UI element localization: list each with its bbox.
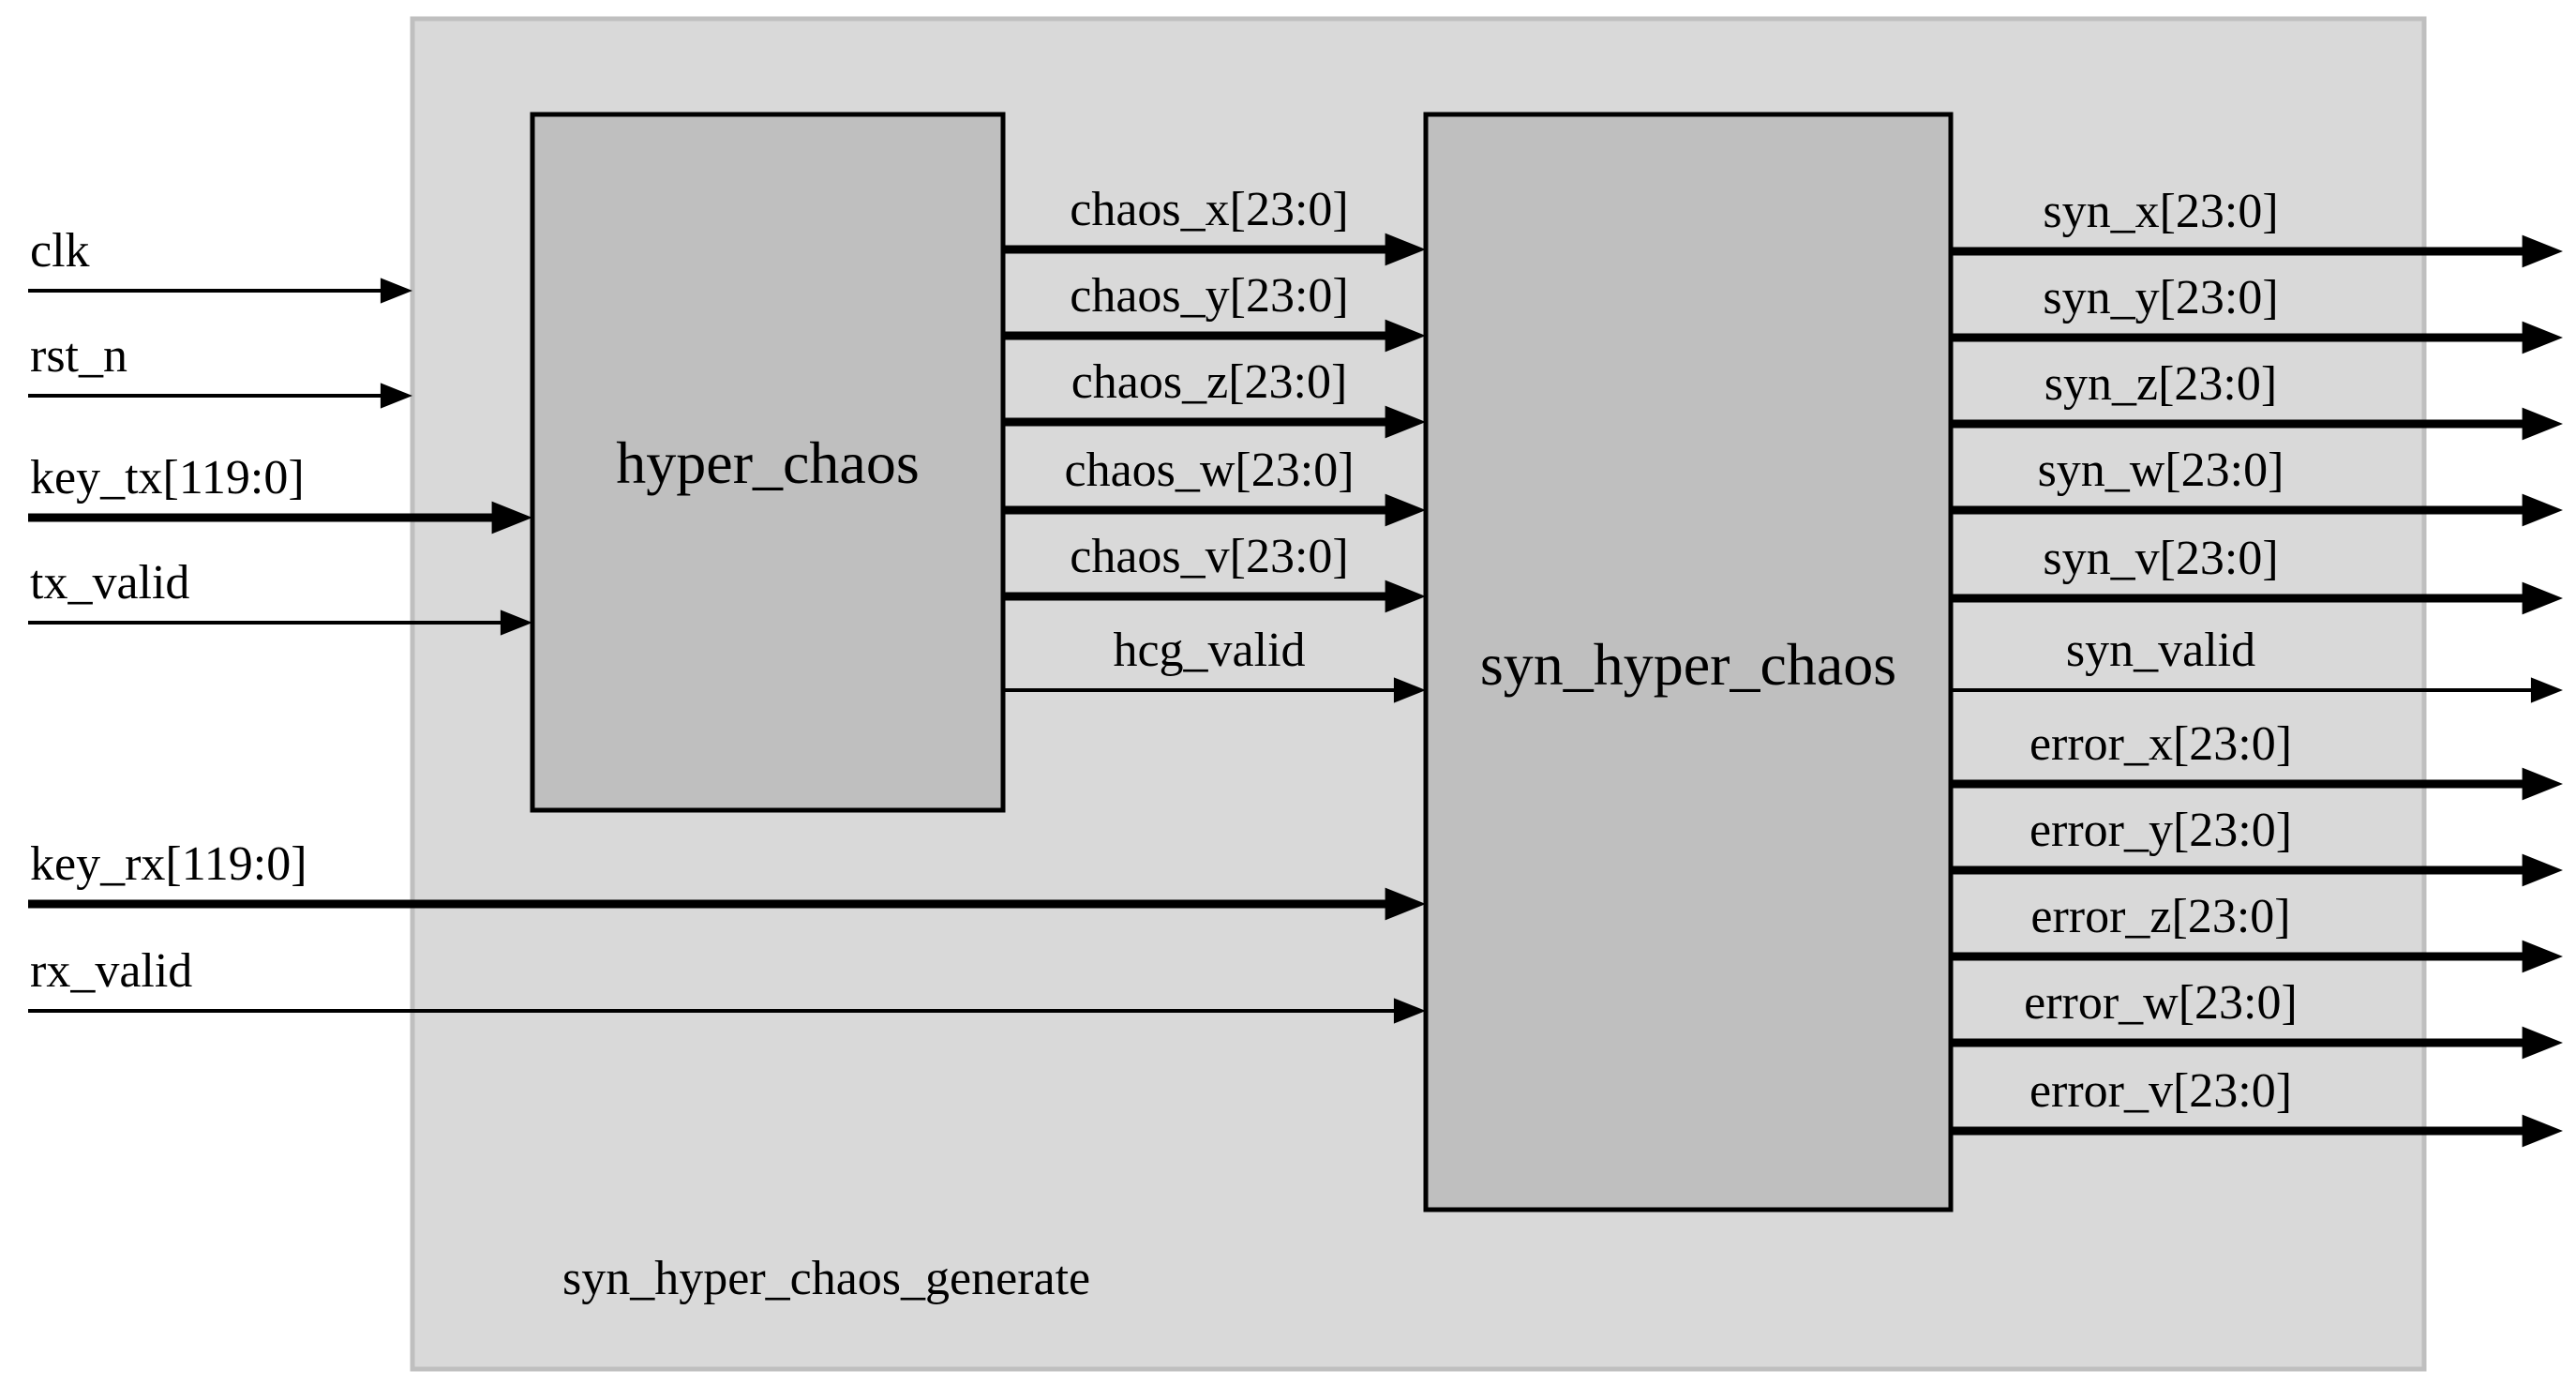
hcg-valid-arrowhead: [1393, 677, 1426, 703]
hcg-valid-label: hcg_valid: [1113, 624, 1305, 677]
error-x-arrowhead: [2522, 767, 2563, 801]
hyper-chaos-label: hyper_chaos: [616, 429, 919, 496]
chaos-x-arrowhead: [1385, 233, 1426, 266]
signal-wires: clk rst_n key_tx[119:0] tx_valid key_rx[119:…: [28, 183, 2563, 1148]
syn-x-label: syn_x[23:0]: [2043, 185, 2278, 238]
syn-valid-arrowhead: [2530, 677, 2563, 703]
syn-hyper-chaos-label: syn_hyper_chaos: [1480, 631, 1896, 698]
tx-valid-arrowhead: [500, 610, 532, 636]
error-v-arrowhead: [2522, 1114, 2563, 1148]
chaos-z-arrowhead: [1385, 405, 1426, 439]
error-w-label: error_w[23:0]: [2024, 976, 2298, 1030]
syn-w-arrowhead: [2522, 493, 2563, 527]
key-rx-label: key_rx[119:0]: [30, 837, 307, 891]
syn-z-label: syn_z[23:0]: [2044, 357, 2277, 411]
syn-x-arrowhead: [2522, 234, 2563, 268]
chaos-z-label: chaos_z[23:0]: [1071, 355, 1348, 409]
syn-z-arrowhead: [2522, 407, 2563, 441]
syn-valid-label: syn_valid: [2066, 624, 2255, 677]
chaos-w-arrowhead: [1385, 493, 1426, 527]
syn-hyper-chaos-block: [1423, 112, 1954, 1212]
chaos-y-label: chaos_y[23:0]: [1070, 269, 1348, 323]
rst-n-label: rst_n: [30, 329, 127, 383]
chaos-v-label: chaos_v[23:0]: [1070, 530, 1348, 583]
error-y-arrowhead: [2522, 853, 2563, 887]
syn-v-arrowhead: [2522, 581, 2563, 615]
hyper-chaos-block: [530, 112, 1006, 813]
chaos-w-label: chaos_w[23:0]: [1064, 444, 1354, 497]
error-v-label: error_v[23:0]: [2029, 1064, 2292, 1118]
chaos-y-arrowhead: [1385, 319, 1426, 353]
key-rx-arrowhead: [1385, 887, 1426, 921]
error-z-arrowhead: [2522, 940, 2563, 973]
rst-n-arrowhead: [380, 383, 412, 409]
clk-label: clk: [30, 224, 90, 278]
syn-y-label: syn_y[23:0]: [2043, 271, 2278, 324]
error-z-label: error_z[23:0]: [2030, 890, 2290, 943]
key-tx-label: key_tx[119:0]: [30, 451, 305, 504]
module-label: syn_hyper_chaos_generate: [562, 1252, 1090, 1305]
rx-valid-label: rx_valid: [30, 944, 192, 998]
syn-w-label: syn_w[23:0]: [2038, 444, 2284, 497]
tx-valid-label: tx_valid: [30, 556, 189, 610]
syn-y-arrowhead: [2522, 321, 2563, 354]
clk-arrowhead: [380, 278, 412, 304]
error-w-arrowhead: [2522, 1026, 2563, 1060]
rx-valid-arrowhead: [1393, 998, 1426, 1024]
chaos-x-label: chaos_x[23:0]: [1070, 183, 1348, 236]
key-tx-arrowhead: [491, 501, 532, 534]
error-y-label: error_y[23:0]: [2029, 804, 2292, 857]
error-x-label: error_x[23:0]: [2029, 717, 2292, 771]
chaos-v-arrowhead: [1385, 580, 1426, 613]
syn-v-label: syn_v[23:0]: [2043, 532, 2278, 585]
